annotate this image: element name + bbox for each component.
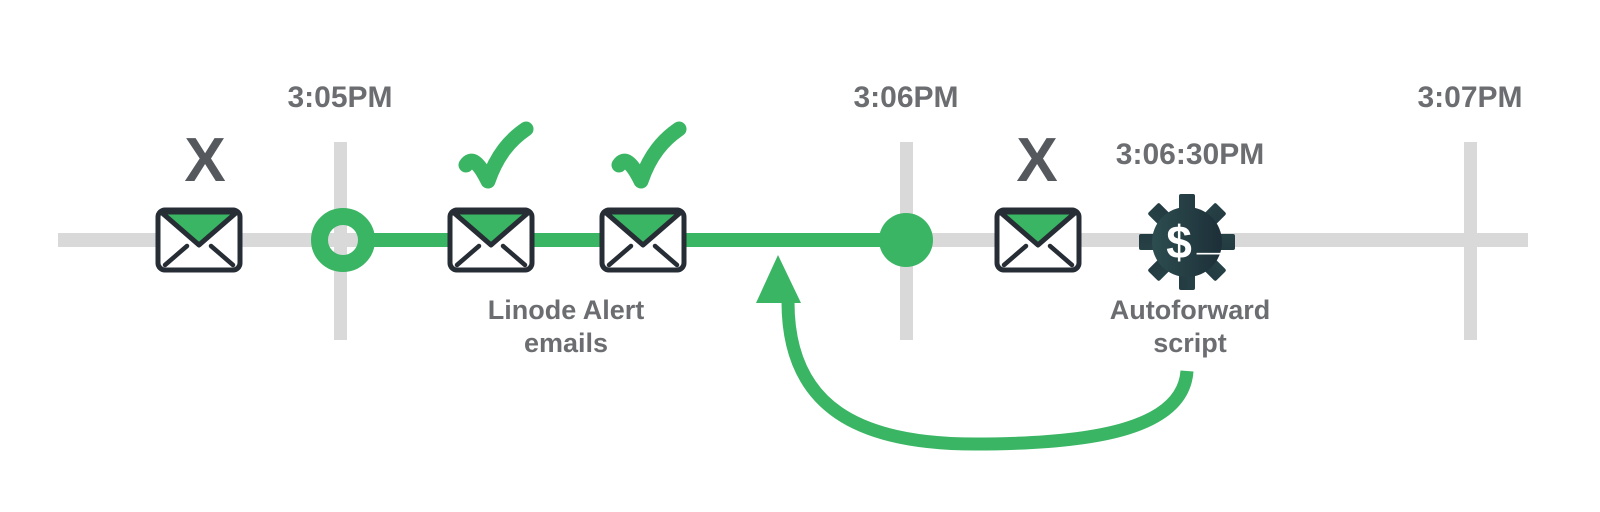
- autoforward-script-label: Autoforward script: [1110, 294, 1270, 360]
- email-icon: [994, 207, 1082, 273]
- checkmark-icon: [611, 121, 687, 189]
- tick-3-07pm: [1464, 142, 1477, 340]
- script-time-label: 3:06:30PM: [1115, 138, 1265, 171]
- cursor-dash-glyph: _: [1196, 210, 1222, 259]
- tick-label-3-07pm: 3:07PM: [1417, 81, 1523, 114]
- caption-line: Autoforward: [1109, 295, 1271, 325]
- checkmark-icon: [458, 121, 534, 189]
- linode-alert-emails-label: Linode Alert emails: [488, 294, 645, 360]
- caption-line: script: [1153, 328, 1227, 358]
- script-gear-icon: $ _: [1139, 194, 1235, 290]
- x-mark-icon: X: [1016, 126, 1058, 195]
- email-icon: [447, 207, 535, 273]
- caption-line: emails: [523, 328, 609, 358]
- window-start-ring-marker: [311, 208, 375, 272]
- x-mark-icon: X: [184, 126, 226, 195]
- window-end-dot-marker: [879, 213, 933, 267]
- dollar-sign-glyph: $: [1166, 216, 1192, 268]
- tick-label-3-06pm: 3:06PM: [853, 81, 959, 114]
- email-icon: [155, 207, 243, 273]
- tick-label-3-05pm: 3:05PM: [287, 81, 393, 114]
- caption-line: Linode Alert: [487, 295, 645, 325]
- email-icon: [599, 207, 687, 273]
